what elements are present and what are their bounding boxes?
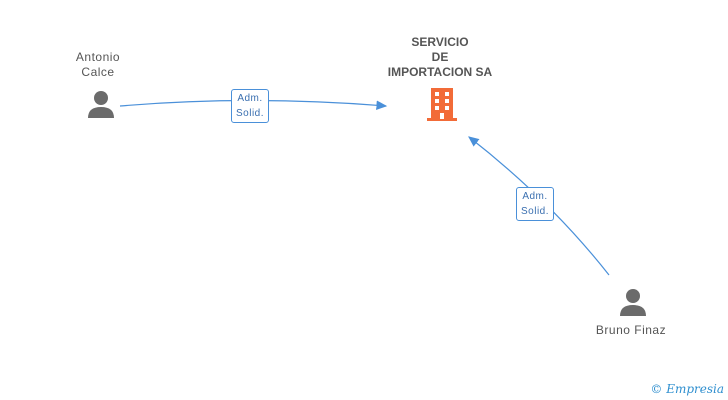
edge-label-box[interactable]: Adm. Solid. [231, 89, 270, 123]
edge-label-line1: Adm. [237, 93, 263, 104]
edge-label-box[interactable]: Adm. Solid. [516, 187, 555, 221]
person-name-line1: Antonio [75, 50, 121, 64]
company-name: SERVICIO DE IMPORTACION SA [370, 35, 510, 80]
watermark-brand: Empresia [666, 382, 724, 396]
person-label-antonio: Antonio Calce [68, 50, 128, 80]
copyright-icon: © [650, 382, 663, 396]
person-name-line2: Calce [81, 65, 115, 79]
company-name-line1: SERVICIO [411, 35, 469, 49]
person-icon[interactable] [86, 90, 116, 120]
edge-label-line2: Solid. [521, 206, 550, 217]
edge-label-line2: Solid. [236, 108, 265, 119]
company-name-line3: IMPORTACION SA [387, 65, 493, 79]
company-building-icon[interactable] [425, 86, 459, 122]
person-icon[interactable] [618, 288, 648, 318]
person-label-bruno: Bruno Finaz [595, 323, 667, 337]
edge-label-line1: Adm. [522, 191, 548, 202]
company-name-line2: DE [431, 50, 449, 64]
watermark: © Empresia [650, 382, 724, 396]
